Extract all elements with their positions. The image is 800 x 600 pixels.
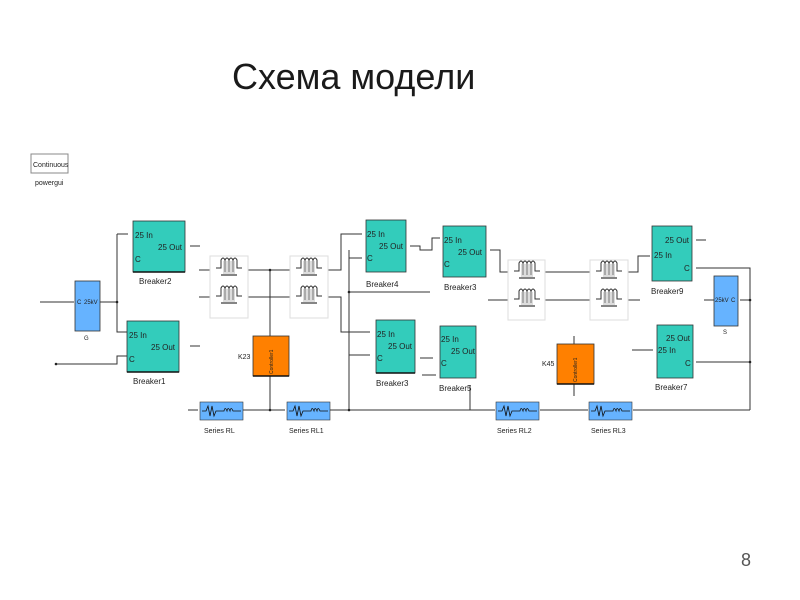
- source-right-caption: S: [723, 330, 727, 336]
- breaker-in-port: 25 In: [367, 230, 385, 239]
- source-right-c: C: [731, 298, 736, 304]
- source-left-v: 25kV: [84, 300, 98, 306]
- source-right-v: 25kV: [715, 298, 729, 304]
- powergui-caption: powergui: [35, 180, 64, 187]
- breaker7-block[interactable]: 25 Out 25 In C Breaker7: [655, 324, 694, 392]
- breaker-c-port: C: [441, 359, 447, 368]
- series-rl-2[interactable]: Series RL2: [495, 401, 540, 435]
- breaker-out-port: 25 Out: [151, 343, 176, 352]
- breaker-in-port: 25 In: [444, 236, 462, 245]
- coil-group-4[interactable]: [589, 259, 629, 321]
- coil-group-3[interactable]: [507, 259, 546, 321]
- breaker3-top-block[interactable]: 25 In 25 Out C Breaker3: [442, 225, 487, 292]
- breaker-c-port: C: [135, 255, 141, 264]
- breaker-c-port: C: [129, 355, 135, 364]
- controller-label: K45: [542, 361, 555, 368]
- breaker-caption: Breaker1: [133, 377, 166, 386]
- breaker-out-port: 25 Out: [666, 334, 691, 343]
- page-number: 8: [741, 550, 752, 570]
- wires: [40, 233, 751, 411]
- controller-k45[interactable]: K45 Controller1: [542, 343, 595, 385]
- resistor-inductor-icon: [591, 404, 630, 418]
- source-left[interactable]: C 25kV G: [74, 280, 101, 342]
- breaker-caption: Breaker3: [376, 379, 409, 388]
- resistor-inductor-icon: [202, 404, 241, 418]
- breaker-c-port: C: [685, 359, 691, 368]
- breaker-in-port: 25 In: [129, 331, 147, 340]
- coil-group-2[interactable]: [289, 255, 329, 319]
- source-left-caption: G: [84, 336, 89, 342]
- breaker-c-port: C: [684, 264, 690, 273]
- series-rl-caption: Series RL2: [497, 428, 532, 435]
- breaker-caption: Breaker9: [651, 287, 684, 296]
- controller-label: K23: [238, 354, 251, 361]
- breaker9-block[interactable]: 25 Out 25 In C Breaker9: [651, 225, 693, 296]
- breaker-out-port: 25 Out: [458, 248, 483, 257]
- breaker-in-port: 25 In: [654, 251, 672, 260]
- resistor-inductor-icon: [289, 404, 328, 418]
- powergui-label: Continuous: [33, 162, 69, 169]
- breaker-caption: Breaker3: [444, 283, 477, 292]
- breaker-in-port: 25 In: [377, 330, 395, 339]
- breaker-out-port: 25 Out: [379, 242, 404, 251]
- series-rl-caption: Series RL3: [591, 428, 626, 435]
- breaker-c-port: C: [377, 354, 383, 363]
- breaker5-block[interactable]: 25 In 25 Out C Breaker5: [439, 325, 477, 393]
- breaker4-block[interactable]: 25 In 25 Out C Breaker4: [365, 219, 407, 289]
- breaker-out-port: 25 Out: [665, 236, 690, 245]
- breaker-in-port: 25 In: [441, 335, 459, 344]
- coil-group-1[interactable]: [209, 255, 249, 319]
- breaker-out-port: 25 Out: [451, 347, 476, 356]
- breaker1-block[interactable]: 25 In 25 Out C Breaker1: [126, 320, 180, 386]
- series-rl-1[interactable]: Series RL1: [286, 401, 331, 435]
- series-rl-caption: Series RL: [204, 428, 235, 435]
- series-rl-3[interactable]: Series RL3: [588, 401, 633, 435]
- breaker-c-port: C: [367, 254, 373, 263]
- breaker-in-port: 25 In: [135, 231, 153, 240]
- breaker-caption: Breaker2: [139, 277, 172, 286]
- source-right[interactable]: 25kV C S: [713, 275, 739, 336]
- breaker-caption: Breaker5: [439, 384, 472, 393]
- junction-dots: [54, 268, 752, 412]
- series-rl-0[interactable]: Series RL: [199, 401, 244, 435]
- controller-k23[interactable]: K23 Controller1: [238, 335, 290, 377]
- breaker2-block[interactable]: 25 In 25 Out C Breaker2: [132, 220, 186, 286]
- source-left-c: C: [77, 300, 82, 306]
- resistor-inductor-icon: [498, 404, 537, 418]
- breaker-caption: Breaker7: [655, 383, 688, 392]
- breaker-c-port: C: [444, 260, 450, 269]
- breaker3-bottom-block[interactable]: 25 In 25 Out C Breaker3: [375, 319, 416, 388]
- powergui-block[interactable]: Continuous powergui: [30, 153, 69, 187]
- controller-inner: Controller1: [269, 349, 275, 374]
- controller-inner: Controller1: [573, 357, 579, 382]
- breaker-out-port: 25 Out: [158, 243, 183, 252]
- breaker-out-port: 25 Out: [388, 342, 413, 351]
- breaker-caption: Breaker4: [366, 280, 399, 289]
- breaker-in-port: 25 In: [658, 346, 676, 355]
- series-rl-caption: Series RL1: [289, 428, 324, 435]
- slide-title: Схема модели: [232, 56, 476, 97]
